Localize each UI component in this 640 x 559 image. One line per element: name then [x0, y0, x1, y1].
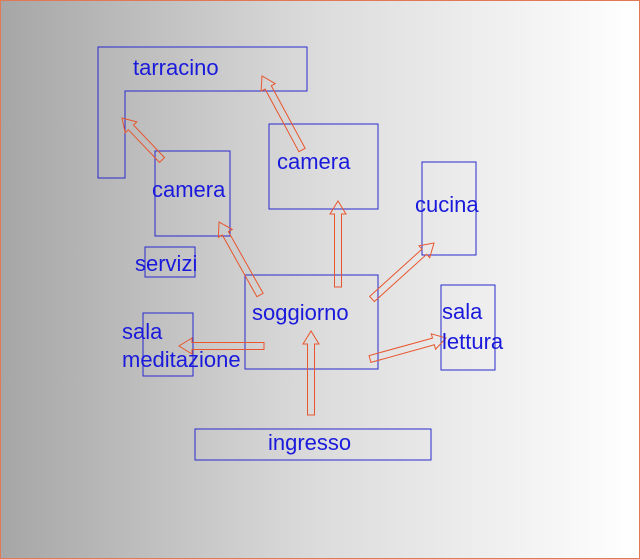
room-box-camera-center — [268, 123, 379, 210]
label-tarracino: tarracino — [133, 55, 219, 80]
arrow-soggiorno-to-camera-center — [329, 200, 347, 288]
room-box-tarracino — [97, 46, 308, 179]
label-servizi: servizi — [135, 251, 198, 276]
label-ingresso: ingresso — [268, 430, 352, 455]
label-cucina: cucina — [415, 192, 479, 217]
arrow-soggiorno-to-camera-left — [217, 221, 264, 298]
arrow-camera-center-to-tarracino — [260, 75, 306, 153]
arrow-soggiorno-to-lettura — [368, 333, 447, 364]
label-sala-lettura-line1: sala — [442, 299, 483, 324]
room-box-ingresso — [194, 428, 432, 461]
label-sala-meditazione-line2: meditazione — [122, 347, 241, 372]
room-box-sala-meditazione — [142, 312, 194, 377]
label-sala-meditazione-line1: sala — [122, 319, 163, 344]
arrow-camera-left-to-tarracino — [121, 117, 166, 164]
arrow-soggiorno-to-meditazione — [178, 337, 265, 355]
label-camera-left: camera — [152, 177, 226, 202]
label-camera-center: camera — [277, 149, 351, 174]
arrow-group — [121, 75, 447, 416]
arrow-soggiorno-to-cucina — [368, 242, 435, 303]
room-box-soggiorno — [244, 274, 379, 370]
room-box-cucina — [421, 161, 477, 256]
label-soggiorno: soggiorno — [252, 300, 349, 325]
label-sala-lettura-line2: lettura — [442, 329, 504, 354]
room-box-servizi — [144, 246, 196, 278]
room-box-sala-lettura — [440, 284, 496, 371]
arrow-ingresso-to-soggiorno — [302, 330, 320, 416]
room-box-camera-left — [154, 150, 231, 237]
